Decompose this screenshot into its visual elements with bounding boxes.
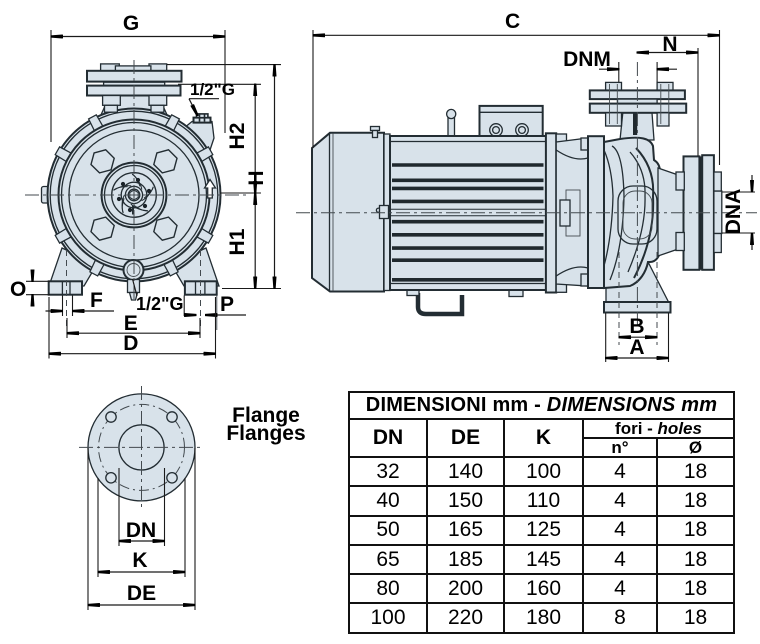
svg-text:DN: DN xyxy=(126,519,156,542)
svg-text:F: F xyxy=(90,289,103,312)
svg-text:K: K xyxy=(132,549,147,572)
svg-text:DNM: DNM xyxy=(563,48,611,71)
svg-text:G: G xyxy=(123,12,139,35)
svg-text:P: P xyxy=(220,293,234,316)
svg-text:O: O xyxy=(10,278,26,301)
svg-text:A: A xyxy=(629,336,644,359)
svg-text:DNA: DNA xyxy=(722,189,745,235)
svg-text:Flange: Flange xyxy=(232,404,300,427)
svg-text:C: C xyxy=(505,10,520,33)
svg-text:H: H xyxy=(245,170,268,185)
svg-text:E: E xyxy=(124,312,138,335)
svg-text:1/2"G: 1/2"G xyxy=(136,294,184,314)
svg-text:B: B xyxy=(629,315,644,338)
svg-text:DE: DE xyxy=(127,582,156,605)
svg-text:D: D xyxy=(123,332,138,355)
svg-text:N: N xyxy=(662,33,677,56)
svg-text:Flanges: Flanges xyxy=(226,422,305,445)
svg-text:H1: H1 xyxy=(226,228,249,255)
svg-text:H2: H2 xyxy=(226,123,249,150)
svg-text:1/2"G: 1/2"G xyxy=(190,80,235,99)
